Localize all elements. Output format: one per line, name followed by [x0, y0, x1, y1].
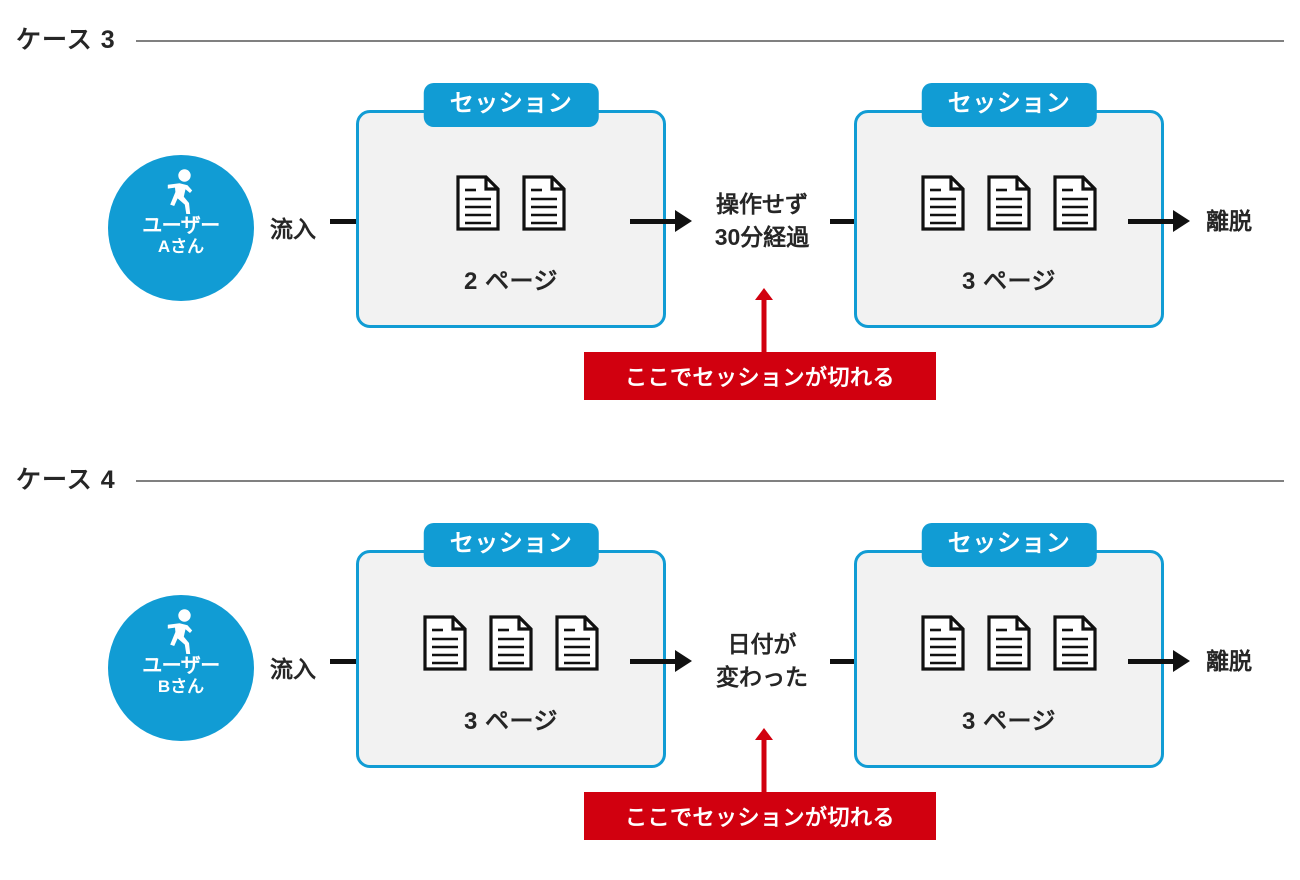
session-tab-left-4: セッション: [423, 523, 599, 567]
session-box-left-3: セッション: [356, 83, 666, 328]
arrow-session-to-reason-4: [630, 650, 692, 672]
reason-text-4: 日付が 変わった: [692, 628, 832, 695]
document-icon: [555, 615, 599, 671]
document-icon: [456, 175, 500, 231]
pages-label-right-3: 3 ページ: [961, 268, 1057, 295]
pages-label-right-4: 3 ページ: [961, 708, 1057, 735]
session-tab-right-3: セッション: [921, 83, 1097, 127]
document-icon: [1053, 615, 1097, 671]
arrow-shaft: [630, 219, 678, 224]
session-box-right-3: セッション: [854, 83, 1164, 328]
arrow-head: [1173, 650, 1190, 672]
callout-text-4: ここでセッションが切れる: [624, 805, 895, 830]
walking-person-icon: [167, 609, 193, 654]
arrow-session-to-exit-4: [1128, 650, 1190, 672]
flow-row-3: ユーザー Aさん 流入 セッション: [0, 83, 1300, 360]
arrow-shaft: [1128, 659, 1176, 664]
session-break-callout-3: ここでセッションが切れる: [584, 352, 936, 400]
document-group-left-4: [359, 615, 663, 671]
arrow-shaft: [330, 219, 378, 224]
user-avatar-3: ユーザー Aさん: [108, 155, 254, 301]
avatar-name-label: Bさん: [157, 677, 205, 696]
document-group-left-3: [359, 175, 663, 231]
case-section-4: ケース 4 ユーザー Bさん 流入 セッション: [0, 440, 1300, 880]
arrow-session-to-reason-3: [630, 210, 692, 232]
session-break-callout-4: ここでセッションが切れる: [584, 792, 936, 840]
avatar-name-label: Aさん: [157, 237, 205, 256]
callout-pointer-arrow-4: [755, 728, 773, 796]
session-tab-right-4: セッション: [921, 523, 1097, 567]
pages-label-left-4: 3 ページ: [463, 708, 559, 735]
reason-line-1: 操作せず: [716, 191, 808, 217]
callout-text-3: ここでセッションが切れる: [624, 365, 895, 390]
document-icon: [489, 615, 533, 671]
arrow-shaft: [1128, 219, 1176, 224]
reason-line-2: 変わった: [716, 664, 808, 691]
arrow-head: [1173, 210, 1190, 232]
document-icon: [1053, 175, 1097, 231]
document-icon: [921, 175, 965, 231]
inflow-group-4: 流入: [270, 650, 316, 684]
reason-line-2: 30分経過: [714, 224, 810, 251]
exit-label-3: 離脱: [1206, 208, 1252, 234]
case-divider-rule-3: [135, 39, 1284, 42]
callout-pointer-arrow-3: [755, 288, 773, 356]
reason-line-1: 日付が: [727, 631, 797, 657]
exit-label-4: 離脱: [1206, 648, 1252, 674]
document-icon: [522, 175, 566, 231]
case-section-3: ケース 3 ユーザー Aさん 流入 セ: [0, 28, 1300, 400]
arrow-shaft: [330, 659, 378, 664]
avatar-role-label: ユーザー: [142, 215, 220, 237]
document-icon: [987, 615, 1031, 671]
document-group-right-3: [857, 175, 1161, 231]
user-avatar-4: ユーザー Bさん: [108, 595, 254, 741]
session-tab-left-3: セッション: [423, 83, 599, 127]
walking-person-icon: [167, 169, 193, 214]
avatar-role-label: ユーザー: [142, 655, 220, 677]
document-icon: [921, 615, 965, 671]
case-header-3: ケース 3: [16, 28, 1284, 53]
arrow-shaft: [630, 659, 678, 664]
case-title-3: ケース 3: [16, 26, 116, 54]
reason-text-3: 操作せず 30分経過: [692, 188, 832, 255]
inflow-label-4: 流入: [270, 656, 316, 682]
arrow-head: [675, 650, 692, 672]
arrow-session-to-exit-3: [1128, 210, 1190, 232]
document-group-right-4: [857, 615, 1161, 671]
session-box-right-4: セッション: [854, 523, 1164, 768]
session-box-left-4: セッション: [356, 523, 666, 768]
case-title-4: ケース 4: [16, 466, 116, 494]
document-icon: [987, 175, 1031, 231]
document-icon: [423, 615, 467, 671]
inflow-label-3: 流入: [270, 216, 316, 242]
pages-label-left-3: 2 ページ: [463, 268, 559, 295]
flow-row-4: ユーザー Bさん 流入 セッション: [0, 523, 1300, 800]
inflow-group-3: 流入: [270, 210, 316, 244]
case-divider-rule-4: [135, 479, 1284, 482]
arrow-head: [675, 210, 692, 232]
case-header-4: ケース 4: [16, 468, 1284, 493]
